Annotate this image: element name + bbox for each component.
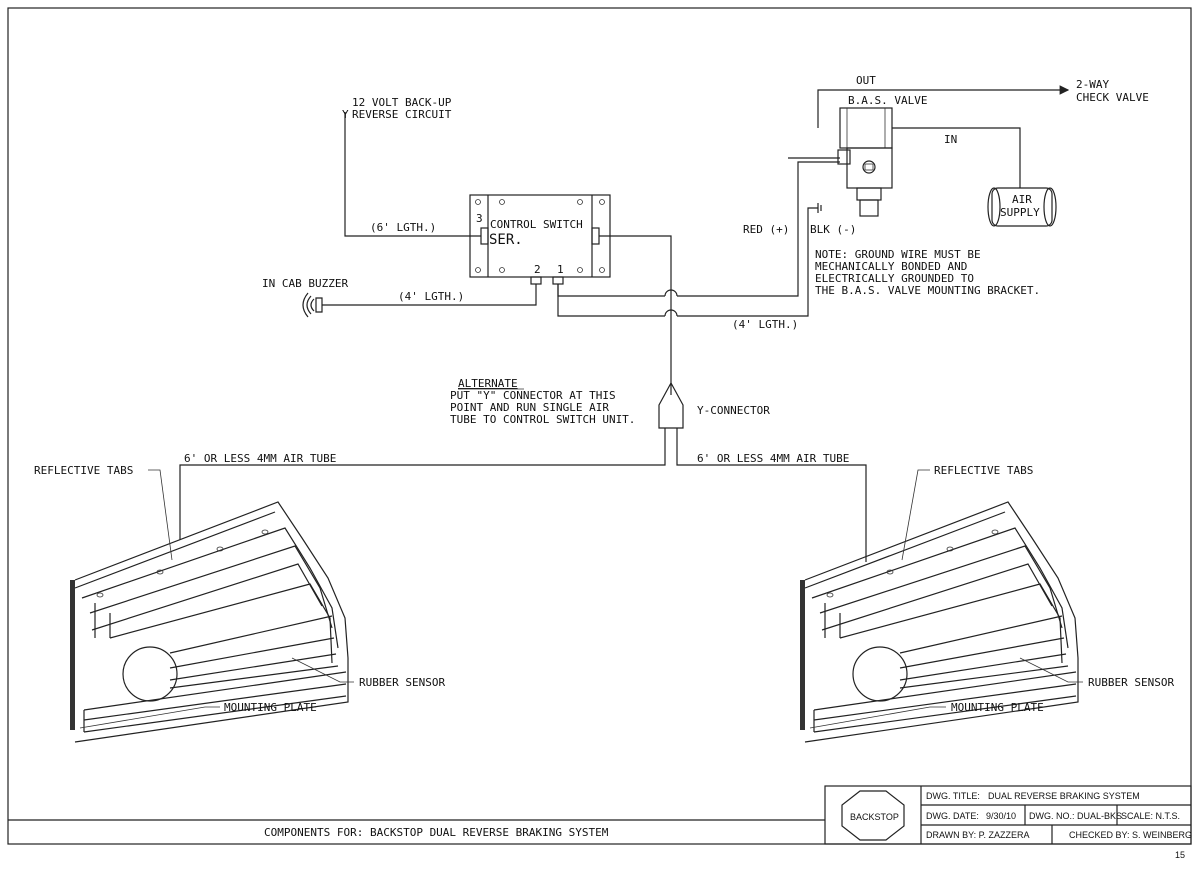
- alternate-line-3: TUBE TO CONTROL SWITCH UNIT.: [450, 413, 635, 426]
- page-number: 15: [1175, 850, 1185, 860]
- out-line: [817, 85, 1070, 128]
- in-label: IN: [944, 133, 957, 146]
- reflective-tabs-right-label: REFLECTIVE TABS: [934, 464, 1033, 477]
- lgth-4-valve-label: (4' LGTH.): [732, 318, 798, 331]
- note-line-1: NOTE: GROUND WIRE MUST BE: [815, 248, 981, 261]
- title-block: [824, 785, 1192, 845]
- note-line-3: ELECTRICALLY GROUNDED TO: [815, 272, 974, 285]
- dwg-title-label: DWG. TITLE:: [926, 791, 980, 801]
- backstop-logo-icon: [841, 790, 905, 841]
- circuit-label-1: 12 VOLT BACK-UP: [352, 96, 452, 109]
- checked-by: CHECKED BY: S. WEINBERG: [1069, 830, 1192, 840]
- in-line: [892, 127, 1021, 188]
- reflective-tabs-left-label: REFLECTIVE TABS: [34, 464, 133, 477]
- components-title: COMPONENTS FOR: BACKSTOP DUAL REVERSE BR…: [264, 826, 609, 839]
- alternate-line-1: PUT "Y" CONNECTOR AT THIS: [450, 389, 616, 402]
- lgth-6-label: (6' LGTH.): [370, 221, 436, 234]
- alternate-label: ALTERNATE: [458, 377, 518, 390]
- check-valve-label-1: 2-WAY: [1076, 78, 1109, 91]
- mounting-plate-right-label: MOUNTING PLATE: [951, 701, 1044, 714]
- ground-wire-a: [557, 284, 665, 317]
- red-wire-b: [677, 161, 840, 297]
- dwg-number: DWG. NO.: DUAL-BKS: [1029, 811, 1122, 821]
- terminal-2-label: 2: [534, 263, 541, 276]
- out-label: OUT: [856, 74, 876, 87]
- buzzer-wire: [322, 284, 537, 306]
- red-label: RED (+): [743, 223, 789, 236]
- control-switch: [469, 194, 611, 285]
- blk-label: BLK (-): [810, 223, 856, 236]
- y-connector-label: Y-CONNECTOR: [697, 404, 770, 417]
- y-connector: [179, 381, 867, 562]
- bas-valve-label: B.A.S. VALVE: [848, 94, 927, 107]
- dwg-date-value: 9/30/10: [986, 811, 1016, 821]
- ground-wire-b: [677, 207, 818, 317]
- buzzer-icon: [302, 292, 323, 318]
- reverse-circuit-wire: [344, 112, 481, 237]
- drawn-by: DRAWN BY: P. ZAZZERA: [926, 830, 1030, 840]
- air-tube-left-label: 6' OR LESS 4MM AIR TUBE: [184, 452, 336, 465]
- air-supply-label-2: SUPPLY: [1000, 206, 1040, 219]
- terminal-3-label: 3: [476, 212, 483, 225]
- circuit-label-2: REVERSE CIRCUIT: [352, 108, 452, 121]
- mounting-plate-left-label: MOUNTING PLATE: [224, 701, 317, 714]
- lgth-4-buzzer-label: (4' LGTH.): [398, 290, 464, 303]
- red-wire-a: [557, 284, 665, 297]
- check-valve-label-2: CHECK VALVE: [1076, 91, 1149, 104]
- in-cab-buzzer-label: IN CAB BUZZER: [262, 277, 348, 290]
- air-tube-main: [599, 235, 672, 395]
- air-supply-tank: [987, 187, 1057, 227]
- scale: SCALE: N.T.S.: [1121, 811, 1180, 821]
- control-switch-label: CONTROL SWITCH: [490, 218, 583, 231]
- rubber-sensor-left-label: RUBBER SENSOR: [359, 676, 445, 689]
- note-line-2: MECHANICALLY BONDED AND: [815, 260, 967, 273]
- terminal-1-label: 1: [557, 263, 564, 276]
- air-supply-label-1: AIR: [1012, 193, 1032, 206]
- note-line-4: THE B.A.S. VALVE MOUNTING BRACKET.: [815, 284, 1040, 297]
- dwg-date-label: DWG. DATE:: [926, 811, 979, 821]
- dwg-title-value: DUAL REVERSE BRAKING SYSTEM: [988, 791, 1140, 801]
- air-tube-right-label: 6' OR LESS 4MM AIR TUBE: [697, 452, 849, 465]
- drawing-border: [7, 7, 1192, 845]
- ser-label: SER.: [489, 232, 523, 248]
- svg-text:Y: Y: [342, 108, 349, 121]
- backstop-logo-text: BACKSTOP: [850, 812, 899, 822]
- alternate-line-2: POINT AND RUN SINGLE AIR: [450, 401, 609, 414]
- rubber-sensor-right-label: RUBBER SENSOR: [1088, 676, 1174, 689]
